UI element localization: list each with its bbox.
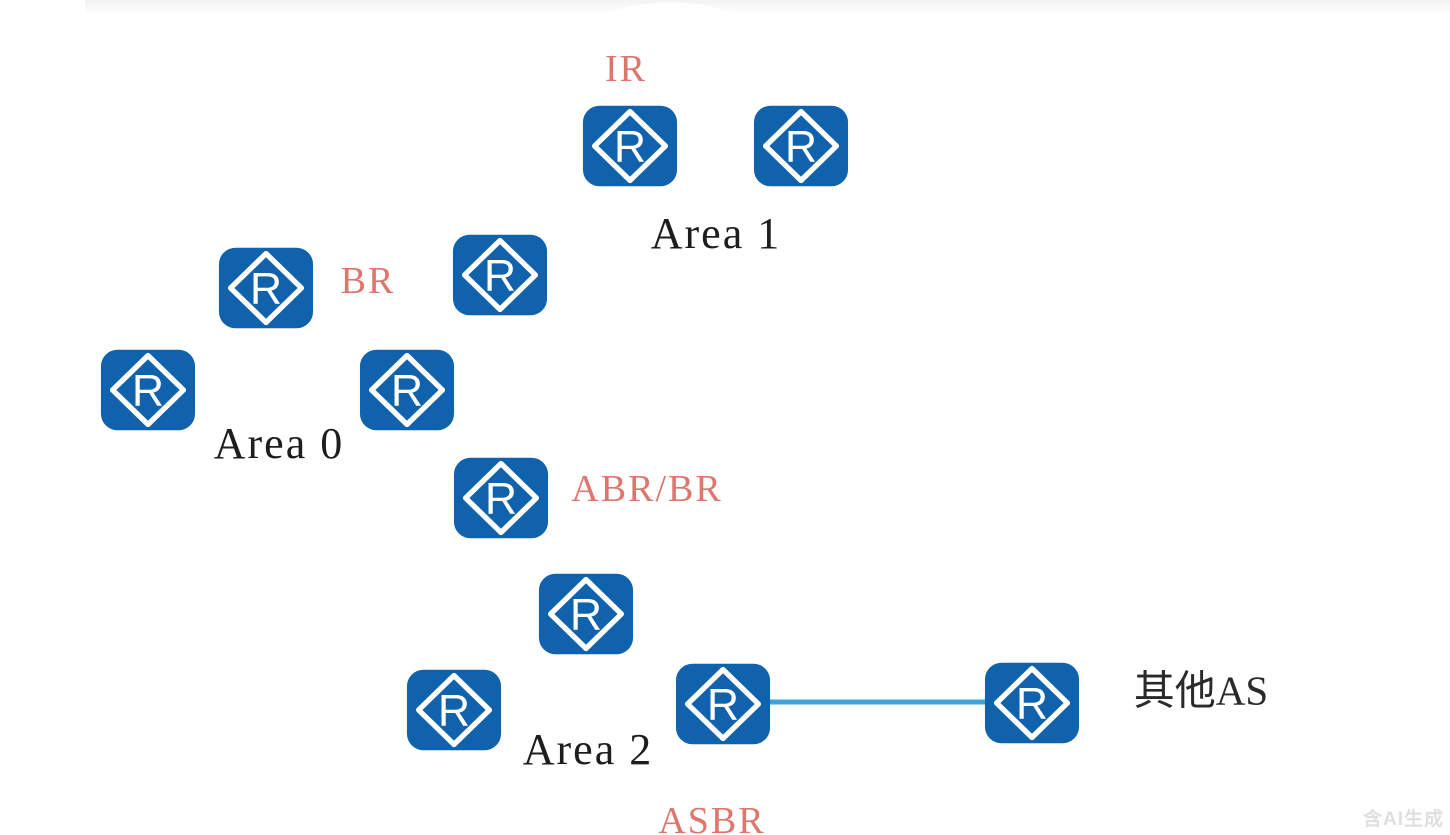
- label-abr-br: ABR/BR: [571, 468, 723, 510]
- router-area0-left: [101, 350, 195, 431]
- label-ir: IR: [605, 48, 647, 90]
- router-area0-right: [360, 350, 454, 431]
- router-area1-left: [583, 106, 677, 187]
- router-area2-top: [539, 574, 633, 655]
- label-area-2: Area 2: [522, 725, 654, 774]
- router-area1-right: [754, 106, 848, 187]
- router-br-area0-area1-border: [453, 235, 547, 316]
- label-area-1: Area 1: [650, 209, 782, 258]
- label-asbr: ASBR: [658, 800, 766, 835]
- router-area0-top: [219, 248, 313, 329]
- ai-generated-watermark: 含AI生成: [1362, 809, 1444, 830]
- router-area2-left: [407, 670, 501, 751]
- router-asbr: [676, 664, 770, 745]
- label-br: BR: [340, 260, 396, 302]
- cloud-other-as-outline: [901, 523, 1397, 796]
- label-other-as: 其他AS: [1133, 667, 1269, 714]
- label-area-0: Area 0: [213, 419, 345, 468]
- router-abr-area0-area2-border: [454, 458, 548, 539]
- router-other-as: [985, 663, 1079, 744]
